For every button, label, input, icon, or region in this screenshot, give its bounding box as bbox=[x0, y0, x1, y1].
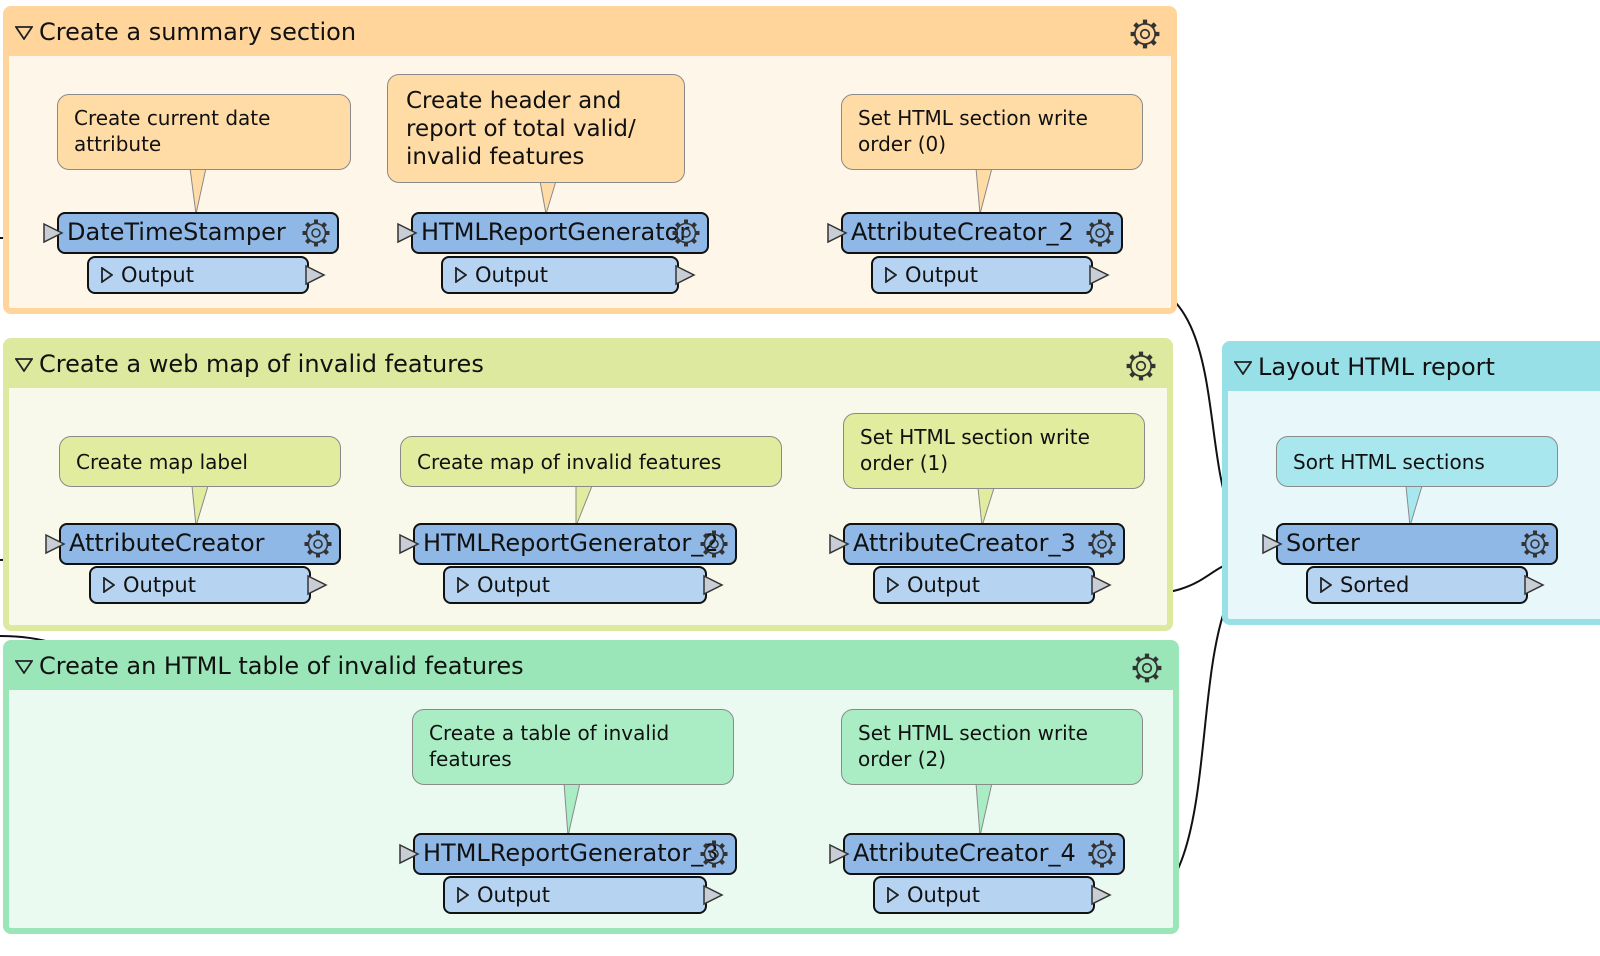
transformer-sorter[interactable]: Sorter bbox=[1276, 523, 1558, 565]
port-label: Output bbox=[121, 263, 194, 287]
transformer-attributecreator[interactable]: AttributeCreator bbox=[59, 523, 341, 565]
bookmark-table-title: Create an HTML table of invalid features bbox=[39, 652, 524, 680]
gear-icon[interactable] bbox=[1131, 652, 1163, 684]
transformer-name: AttributeCreator_2 bbox=[851, 218, 1074, 246]
gear-icon[interactable] bbox=[1520, 529, 1550, 559]
gear-icon[interactable] bbox=[671, 218, 701, 248]
transformer-name: HTMLReportGenerator_2 bbox=[423, 529, 719, 557]
gear-icon[interactable] bbox=[1085, 218, 1115, 248]
bookmark-webmap-header[interactable]: Create a web map of invalid features bbox=[9, 344, 1167, 388]
transformer-name: DateTimeStamper bbox=[67, 218, 286, 246]
transformer-htmlreportgenerator[interactable]: HTMLReportGenerator bbox=[411, 212, 709, 254]
output-port[interactable]: Output bbox=[873, 566, 1095, 604]
port-label: Output bbox=[123, 573, 196, 597]
port-label: Sorted bbox=[1340, 573, 1410, 597]
gear-icon[interactable] bbox=[699, 839, 729, 869]
output-port-triangle-icon bbox=[455, 267, 467, 283]
output-port-triangle-icon bbox=[103, 577, 115, 593]
annotation-summary-header[interactable]: Create header and report of total valid/… bbox=[387, 74, 685, 183]
bookmark-layout-header[interactable]: Layout HTML report bbox=[1228, 347, 1600, 391]
collapse-triangle-icon[interactable] bbox=[15, 660, 33, 674]
output-port[interactable]: Output bbox=[443, 566, 707, 604]
transformer-name: AttributeCreator bbox=[69, 529, 265, 557]
gear-icon[interactable] bbox=[303, 529, 333, 559]
port-label: Output bbox=[475, 263, 548, 287]
output-port-triangle-icon bbox=[887, 577, 899, 593]
output-port[interactable]: Output bbox=[89, 566, 311, 604]
bookmark-summary-title: Create a summary section bbox=[39, 18, 357, 46]
output-port[interactable]: Output bbox=[87, 256, 309, 294]
annotation-webmap-order[interactable]: Set HTML section write order (1) bbox=[843, 413, 1145, 489]
transformer-htmlreportgenerator-3[interactable]: HTMLReportGenerator_3 bbox=[413, 833, 737, 875]
port-label: Output bbox=[907, 573, 980, 597]
output-port-triangle-icon bbox=[457, 887, 469, 903]
annotation-table-create[interactable]: Create a table of invalid features bbox=[412, 709, 734, 785]
gear-icon[interactable] bbox=[1125, 350, 1157, 382]
output-port-triangle-icon bbox=[101, 267, 113, 283]
gear-icon[interactable] bbox=[1129, 18, 1161, 50]
output-port[interactable]: Sorted bbox=[1306, 566, 1528, 604]
port-label: Output bbox=[905, 263, 978, 287]
output-port[interactable]: Output bbox=[441, 256, 679, 294]
annotation-summary-date[interactable]: Create current date attribute bbox=[57, 94, 351, 170]
collapse-triangle-icon[interactable] bbox=[15, 26, 33, 40]
annotation-webmap-map[interactable]: Create map of invalid features bbox=[400, 436, 782, 487]
gear-icon[interactable] bbox=[699, 529, 729, 559]
annotation-summary-order[interactable]: Set HTML section write order (0) bbox=[841, 94, 1143, 170]
transformer-name: HTMLReportGenerator bbox=[421, 218, 690, 246]
annotation-layout-sort[interactable]: Sort HTML sections bbox=[1276, 436, 1558, 487]
transformer-name: Sorter bbox=[1286, 529, 1360, 557]
transformer-name: HTMLReportGenerator_3 bbox=[423, 839, 719, 867]
transformer-name: AttributeCreator_4 bbox=[853, 839, 1076, 867]
output-port[interactable]: Output bbox=[873, 876, 1095, 914]
port-label: Output bbox=[477, 573, 550, 597]
bookmark-summary-header[interactable]: Create a summary section bbox=[9, 12, 1171, 56]
output-port[interactable]: Output bbox=[871, 256, 1093, 294]
output-port-triangle-icon bbox=[457, 577, 469, 593]
output-port-triangle-icon bbox=[885, 267, 897, 283]
port-label: Output bbox=[477, 883, 550, 907]
output-port[interactable]: Output bbox=[443, 876, 707, 914]
transformer-htmlreportgenerator-2[interactable]: HTMLReportGenerator_2 bbox=[413, 523, 737, 565]
gear-icon[interactable] bbox=[1087, 839, 1117, 869]
annotation-table-order[interactable]: Set HTML section write order (2) bbox=[841, 709, 1143, 785]
collapse-triangle-icon[interactable] bbox=[15, 358, 33, 372]
port-label: Output bbox=[907, 883, 980, 907]
transformer-attributecreator-4[interactable]: AttributeCreator_4 bbox=[843, 833, 1125, 875]
output-port-triangle-icon bbox=[1320, 577, 1332, 593]
transformer-datetimestamper[interactable]: DateTimeStamper bbox=[57, 212, 339, 254]
output-port-triangle-icon bbox=[887, 887, 899, 903]
collapse-triangle-icon[interactable] bbox=[1234, 361, 1252, 375]
gear-icon[interactable] bbox=[301, 218, 331, 248]
bookmark-webmap-title: Create a web map of invalid features bbox=[39, 350, 484, 378]
transformer-name: AttributeCreator_3 bbox=[853, 529, 1076, 557]
bookmark-layout-title: Layout HTML report bbox=[1258, 353, 1495, 381]
annotation-webmap-label[interactable]: Create map label bbox=[59, 436, 341, 487]
gear-icon[interactable] bbox=[1087, 529, 1117, 559]
bookmark-table-header[interactable]: Create an HTML table of invalid features bbox=[9, 646, 1173, 690]
transformer-attributecreator-3[interactable]: AttributeCreator_3 bbox=[843, 523, 1125, 565]
transformer-attributecreator-2[interactable]: AttributeCreator_2 bbox=[841, 212, 1123, 254]
